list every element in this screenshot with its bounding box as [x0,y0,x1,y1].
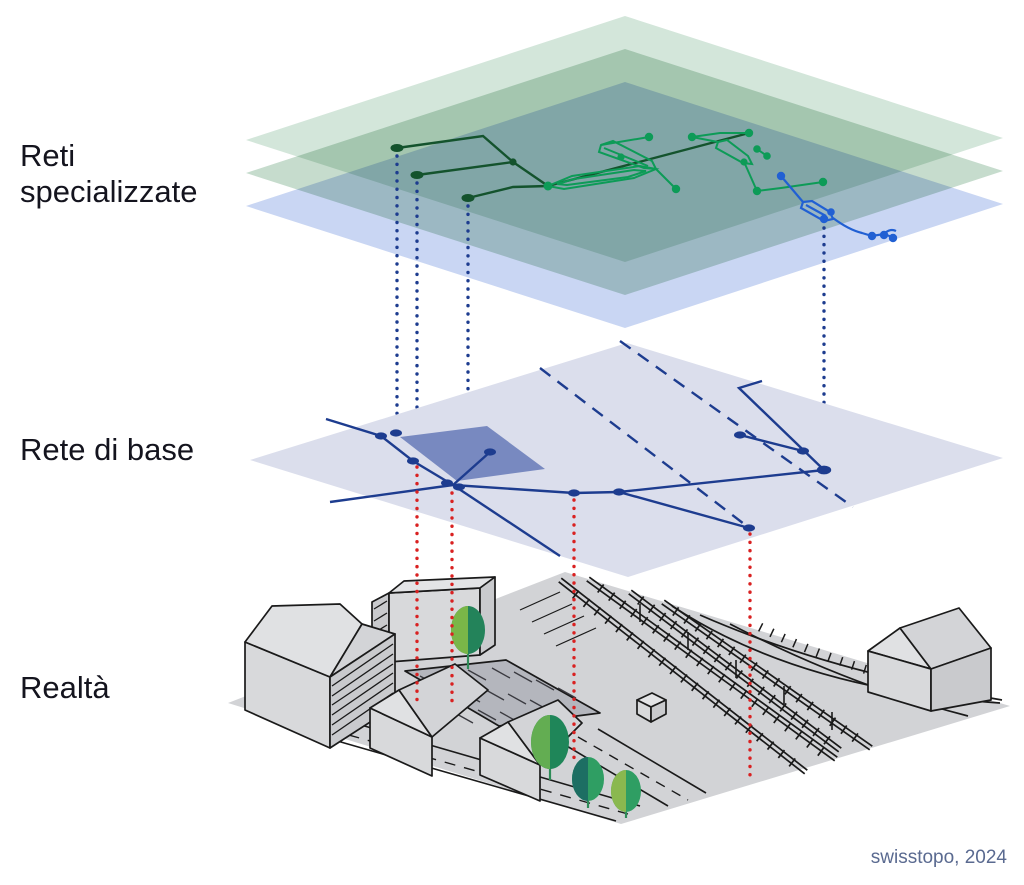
network-blue [776,171,898,243]
base-area-feature [400,426,545,481]
attribution-text: swisstopo, 2024 [870,847,1007,868]
label-base-network: Rete di base [20,432,195,467]
base-layer-plane [250,343,1003,577]
base-network-layer [250,340,1003,577]
railway-rails [558,576,873,775]
tree-1 [451,606,485,669]
track-shed [636,692,667,723]
trees [451,606,641,818]
network-dark-green-nodes [390,144,517,202]
terrace-lines [519,591,597,647]
tree-3 [572,757,604,808]
connectors-blue-dotted [395,154,826,480]
network-dark-green [390,131,750,202]
label-specialized-networks: Reti specializzate [20,138,198,209]
base-network-nodes [375,429,832,532]
reality-scene [228,572,1010,824]
base-network-lines [325,340,854,557]
network-blue-nodes [776,171,898,243]
tree-2 [531,715,569,780]
building-left-cladding-lines [331,643,394,736]
railway-posts [639,604,833,730]
label-reality: Realtà [20,670,110,705]
network-green-nodes [543,128,828,196]
house-right [867,607,992,712]
house-center-left [369,663,489,777]
building-left-mansard [244,603,396,749]
tree-4 [611,770,641,818]
base-network-dashed-2 [619,340,854,508]
network-green [543,128,828,196]
connectors-red-dotted [415,465,752,784]
layer-blue [246,82,1003,328]
